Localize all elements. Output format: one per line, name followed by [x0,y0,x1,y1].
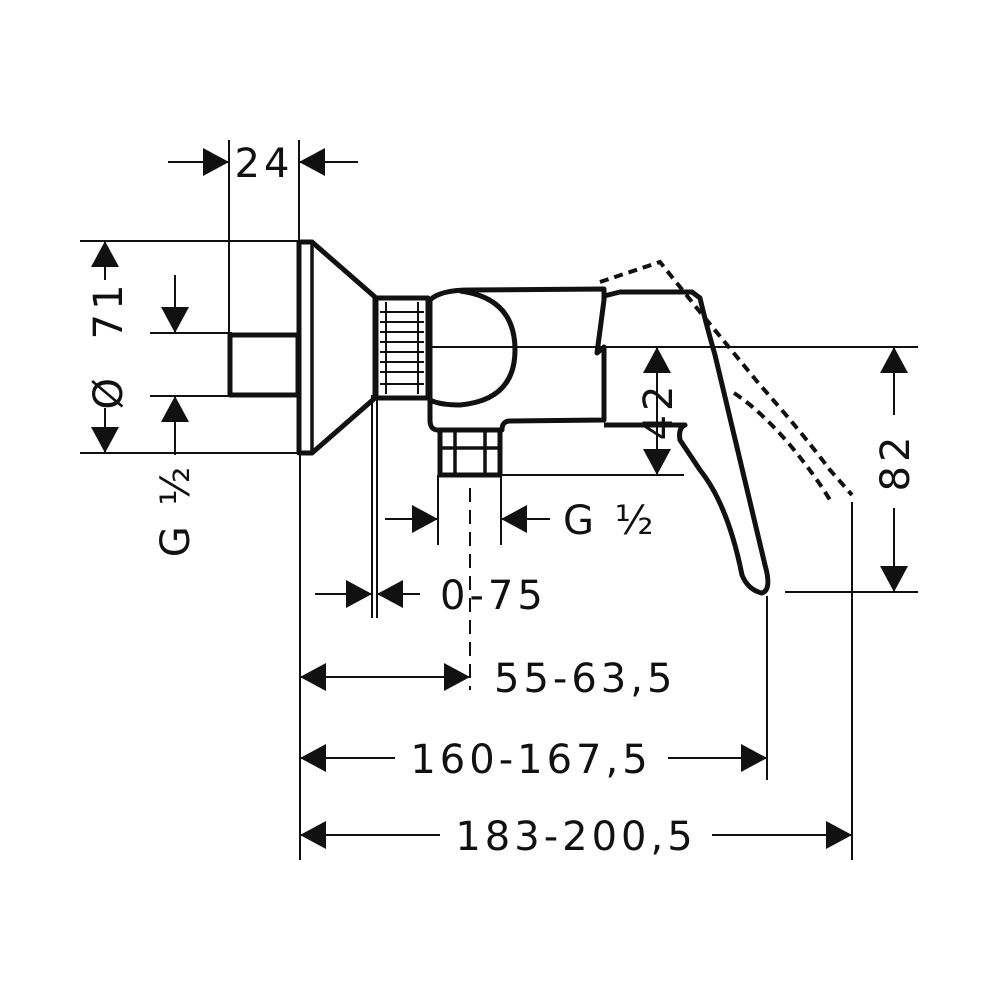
dimension-24: 24 [168,141,358,187]
dim-42-label: 42 [636,382,682,441]
dimension-82: 82 [873,347,919,592]
diameter-value: 71 [86,280,132,339]
g-half-bottom-label: G ½ [563,498,657,544]
dimension-160-167-5: 160-167,5 [300,737,767,783]
dimension-183-200-5: 183-200,5 [300,814,852,860]
svg-text:Ø 71: Ø 71 [86,280,132,409]
g-half-left-label: G ½ [153,463,199,557]
dimension-g-half-left: G ½ [153,275,199,557]
dimension-diameter-71: Ø 71 [86,241,132,453]
dim-24-label: 24 [235,141,294,187]
dimension-g-half-bottom: G ½ [385,498,657,544]
cartridge-dome [428,288,518,408]
wall-nipple [227,332,301,398]
diameter-symbol: Ø [86,374,132,409]
shower-outlet [437,427,503,478]
dimension-0-75: 0-75 [315,573,547,619]
mixer-body [227,239,854,596]
dim-183-200-5-label: 183-200,5 [455,814,696,860]
dim-82-label: 82 [873,433,919,492]
dim-55-63-5-label: 55-63,5 [494,656,676,702]
extension-lines [80,140,918,860]
dim-160-167-5-label: 160-167,5 [410,737,651,783]
lever-open-position [599,259,854,497]
mixer-housing [427,286,607,433]
dim-0-75-label: 0-75 [440,573,547,619]
lever-handle [603,289,771,596]
dimension-42: 42 [636,347,682,475]
dimension-55-63-5: 55-63,5 [300,656,676,702]
